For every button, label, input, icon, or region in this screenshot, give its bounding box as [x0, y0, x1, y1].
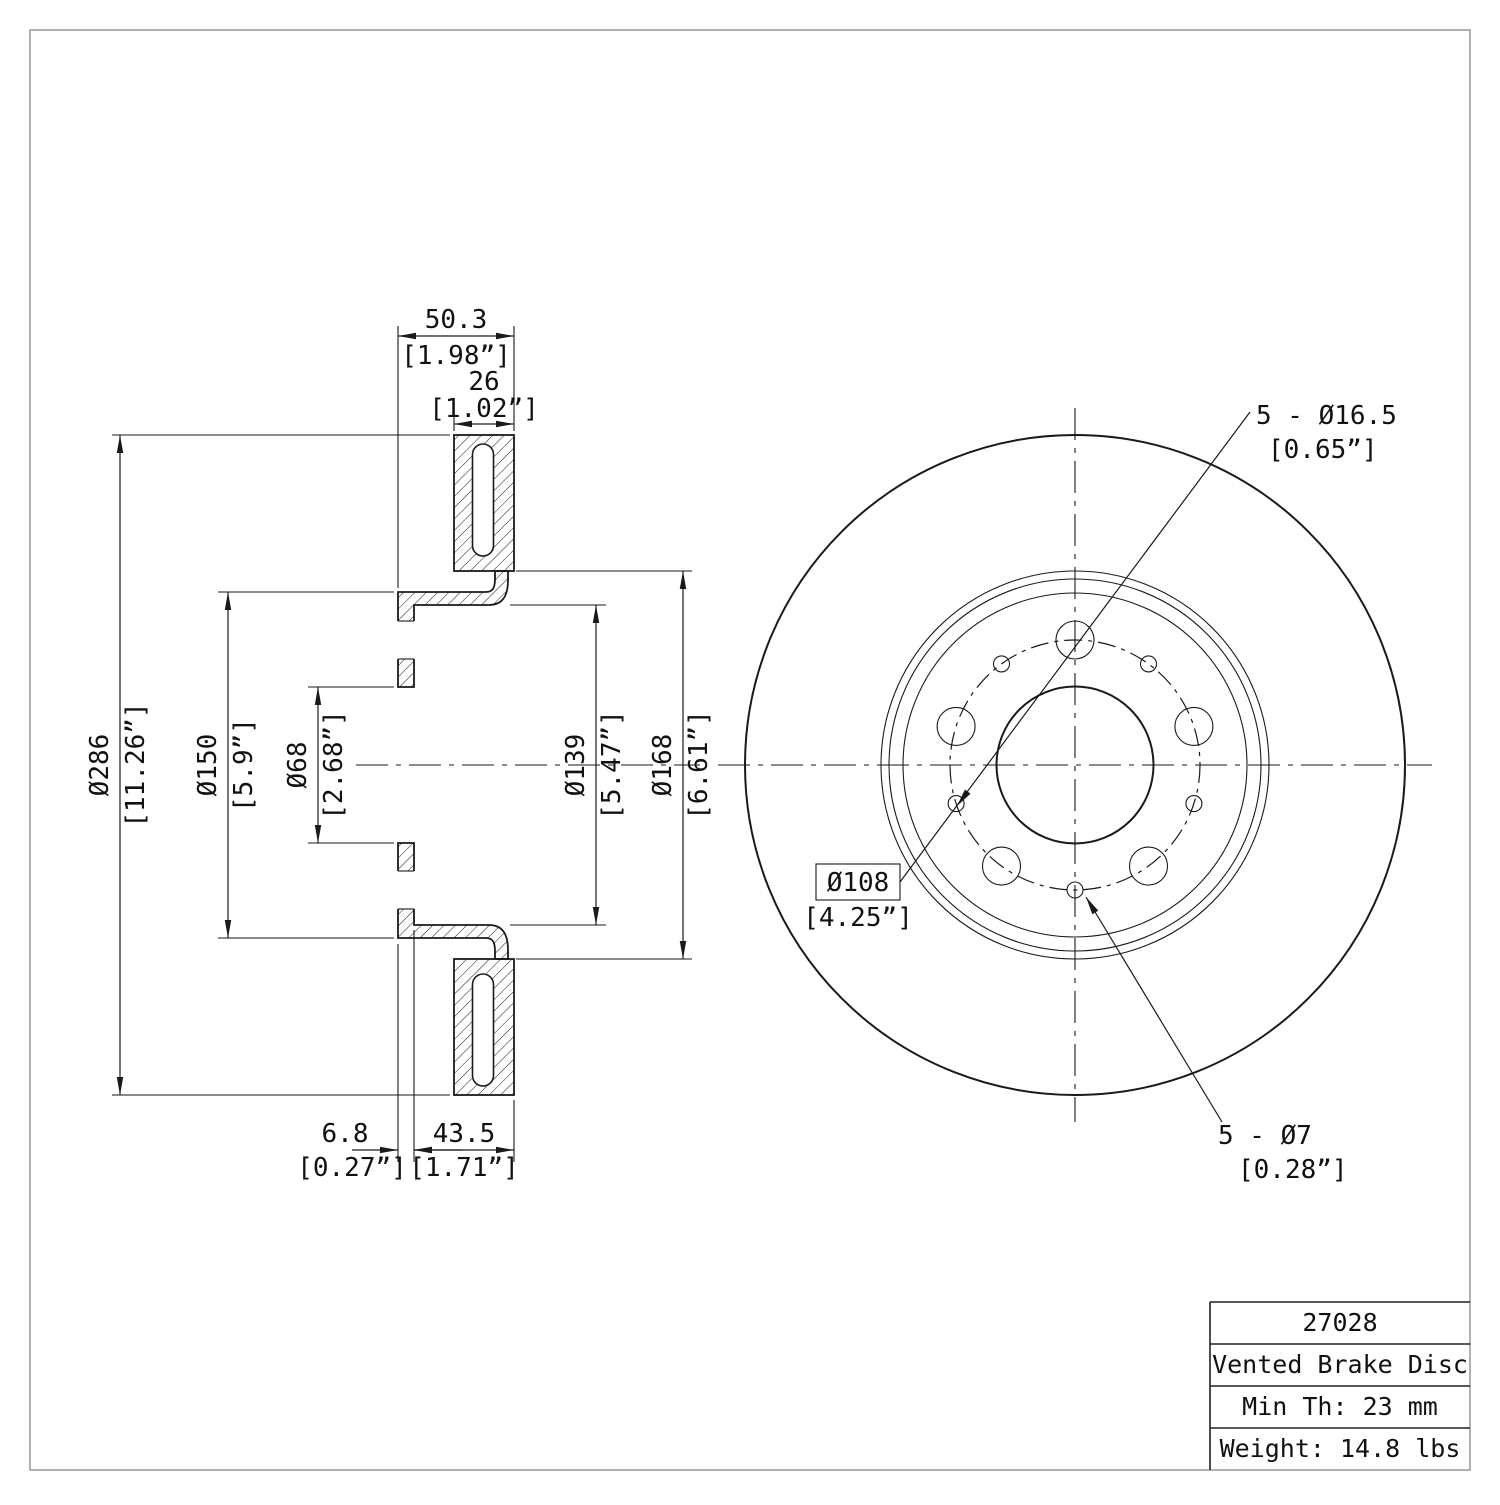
wheel-bolt-holes	[936, 620, 1214, 886]
bolt-circle-arrow	[957, 789, 971, 806]
dim-hat-inner-dia-mm: Ø139	[561, 734, 591, 797]
dim-hat-depth-in: [1.71”]	[409, 1153, 519, 1183]
bolt-circle-label-in: [4.25”]	[803, 903, 913, 933]
part-description: Vented Brake Disc	[1212, 1350, 1468, 1379]
small-hole-arrow	[1086, 897, 1099, 915]
section-view: 50.3 [1.98”] 26 [1.02”] Ø286 [11.26”] Ø1…	[85, 305, 714, 1183]
part-number: 27028	[1302, 1308, 1377, 1337]
dim-bore-dia-mm: Ø68	[283, 742, 313, 789]
mounting-bolt-hole-sections	[396, 620, 416, 910]
vent-slot-top	[471, 443, 495, 557]
weight: Weight: 14.8 lbs	[1220, 1434, 1461, 1463]
dim-hat-dia-in: [5.9”]	[229, 718, 259, 812]
dim-outer-dia-mm: Ø286	[85, 734, 115, 797]
front-view: 5 - Ø16.5 [0.65”] Ø108 [4.25”] 5 - Ø7 [0…	[718, 401, 1432, 1185]
dim-wall-in: [0.27”]	[297, 1153, 407, 1183]
dim-thickness-mm: 26	[468, 367, 499, 397]
extension-lines	[112, 326, 692, 1162]
dim-total-width-mm: 50.3	[425, 305, 488, 335]
dim-thickness-in: [1.02”]	[429, 394, 539, 424]
bolt-holes-label: 5 - Ø16.5	[1256, 401, 1397, 431]
dim-hat-depth-mm: 43.5	[433, 1119, 496, 1149]
bolt-circle-label-box	[815, 863, 901, 901]
bolt-circle-label: Ø108	[827, 868, 890, 898]
dim-hat-inner-dia-in: [5.47”]	[597, 710, 627, 820]
hat-bottom-section	[397, 842, 509, 960]
sheet-border	[29, 29, 1471, 1471]
title-block: 27028 Vented Brake Disc Min Th: 23 mm We…	[1209, 1301, 1470, 1470]
dim-hat-dia-mm: Ø150	[193, 734, 223, 797]
small-hole-leader	[1085, 896, 1223, 1123]
hat-top-section	[397, 570, 509, 688]
dim-ring-inner-dia-in: [6.61”]	[684, 710, 714, 820]
dim-total-width-in: [1.98”]	[401, 341, 511, 371]
dimension-lines	[116, 332, 687, 1154]
vent-slot-bottom	[471, 973, 495, 1087]
vent-holes-label-in: [0.28”]	[1238, 1155, 1348, 1185]
dim-outer-dia-in: [11.26”]	[121, 702, 151, 827]
bolt-holes-label-in: [0.65”]	[1268, 435, 1378, 465]
dim-bore-dia-in: [2.68”]	[319, 710, 349, 820]
dim-wall-mm: 6.8	[322, 1119, 369, 1149]
min-thickness: Min Th: 23 mm	[1242, 1392, 1438, 1421]
dim-ring-inner-dia-mm: Ø168	[648, 734, 678, 797]
vent-holes-label: 5 - Ø7	[1218, 1121, 1312, 1151]
